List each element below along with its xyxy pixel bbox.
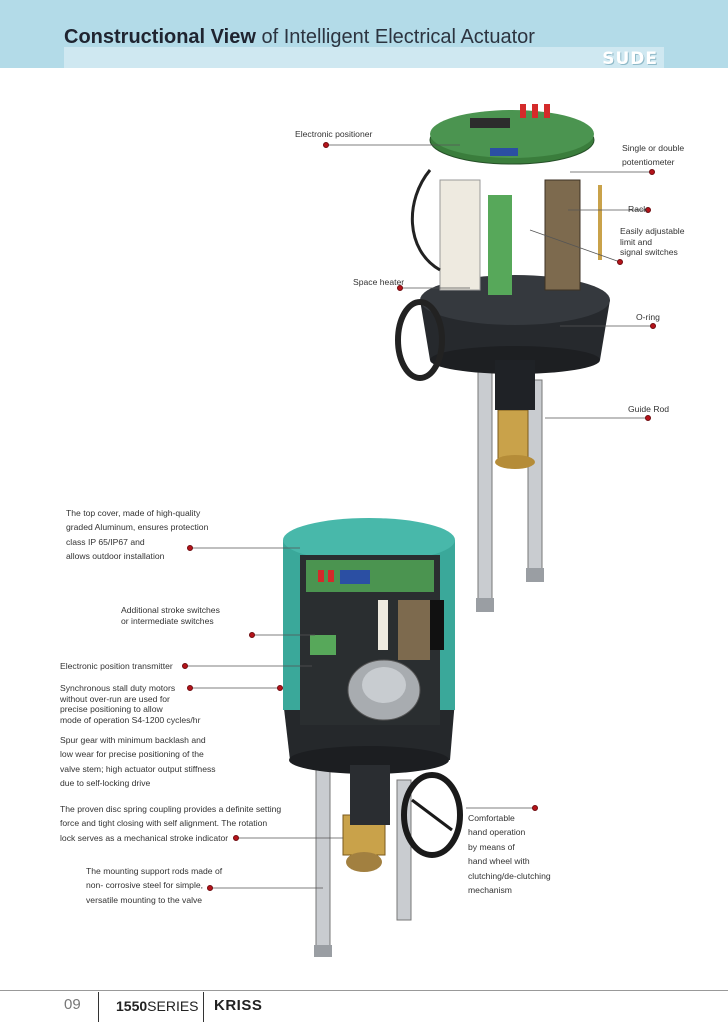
footer-separator [203, 992, 204, 1022]
label-line: non- corrosive steel for simple, [86, 880, 204, 891]
dot-limit-switches [617, 259, 623, 265]
label-line: Single or double [622, 143, 685, 153]
label-line: force and tight closing with self alignm… [60, 818, 268, 829]
label-line: hand operation [468, 827, 526, 838]
label-line: signal switches [620, 247, 678, 257]
label-guide-rod: Guide Rod [628, 404, 670, 414]
series-word: SERIES [147, 998, 199, 1014]
label-line: Spur gear with minimum backlash and [60, 735, 206, 745]
label-space-heater: Space heater [353, 277, 405, 287]
label-top-cover: The top cover, made of high-quality grad… [66, 506, 208, 564]
label-mounting-rods: The mounting support rods made of non- c… [86, 864, 222, 907]
dot-motors-end [277, 685, 283, 691]
label-line: Additional stroke switches [121, 605, 220, 615]
series-number: 1550 [116, 998, 148, 1014]
label-position-transmitter: Electronic position transmitter [60, 661, 173, 671]
dot-position-transmitter [182, 663, 188, 669]
label-single-double: Single or double potentiometer [622, 141, 684, 170]
dot-motors [187, 685, 193, 691]
label-disc-spring: The proven disc spring coupling provides… [60, 802, 281, 845]
series-label: 1550SERIES [116, 998, 199, 1014]
label-line: limit and [620, 236, 652, 247]
sude-logo: SUDE [602, 49, 658, 69]
dot-rack [645, 207, 651, 213]
header-band [64, 47, 664, 68]
label-line: Synchronous stall duty motors [60, 683, 176, 693]
label-spur-gear: Spur gear with minimum backlash and low … [60, 733, 216, 791]
dot-o-ring [650, 323, 656, 329]
label-line: due to self-locking drive [60, 778, 151, 789]
label-line: without over-run are used for [60, 693, 170, 704]
label-line: hand wheel with [468, 856, 530, 867]
dot-guide-rod [645, 415, 651, 421]
label-line: valve stem; high actuator output stiffne… [60, 763, 216, 774]
bottom-actuator-image [283, 518, 463, 957]
brand-name: KRISS [214, 997, 263, 1014]
label-limit-switches: Easily adjustable limit and signal switc… [620, 226, 685, 258]
label-motors: Synchronous stall duty motors without ov… [60, 683, 200, 725]
label-stroke-switches: Additional stroke switches or intermedia… [121, 605, 220, 627]
page-title: Constructional View of Intelligent Elect… [64, 26, 535, 49]
dot-space-heater [397, 285, 403, 291]
dot-stroke-switches [249, 632, 255, 638]
label-rack: Rack [628, 204, 648, 214]
label-o-ring: O-ring [636, 312, 660, 322]
footer-separator [98, 992, 99, 1022]
title-bold: Constructional View [64, 26, 256, 48]
label-line: The mounting support rods made of [86, 866, 223, 876]
label-line: The top cover, made of high-quality [66, 508, 201, 518]
dot-disc-spring [233, 835, 239, 841]
label-line: versatile mounting to the valve [86, 894, 203, 905]
label-line: graded Aluminum, ensures protection [66, 522, 209, 533]
label-line: low wear for precise positioning of the [60, 749, 204, 760]
dot-electronic-positioner [323, 142, 329, 148]
label-line: class IP 65/IP67 and [66, 536, 145, 547]
label-line: potentiometer [622, 157, 675, 168]
dot-top-cover [187, 545, 193, 551]
dot-hand-operation [532, 805, 538, 811]
label-line: mechanism [468, 885, 512, 896]
label-line: The proven disc spring coupling provides… [60, 804, 282, 814]
top-actuator-image [395, 104, 610, 612]
page-number: 09 [64, 996, 81, 1013]
label-line: lock serves as a mechanical stroke indic… [60, 832, 229, 843]
label-line: by means of [468, 841, 515, 852]
label-line: allows outdoor installation [66, 551, 165, 562]
label-line: clutching/de-clutching [468, 870, 551, 881]
label-line: precise positioning to allow [60, 704, 163, 714]
dot-mounting-rods [207, 885, 213, 891]
label-electronic-positioner: Electronic positioner [295, 129, 373, 139]
label-hand-operation: Comfortable hand operation by means of h… [468, 811, 551, 897]
footer-divider [0, 990, 728, 991]
label-line: or intermediate switches [121, 616, 214, 626]
title-rest: of Intelligent Electrical Actuator [261, 26, 535, 48]
label-line: Easily adjustable [620, 226, 685, 236]
dot-potentiometer [649, 169, 655, 175]
label-line: mode of operation S4-1200 cycles/hr [60, 714, 201, 725]
label-line: Comfortable [468, 813, 515, 823]
